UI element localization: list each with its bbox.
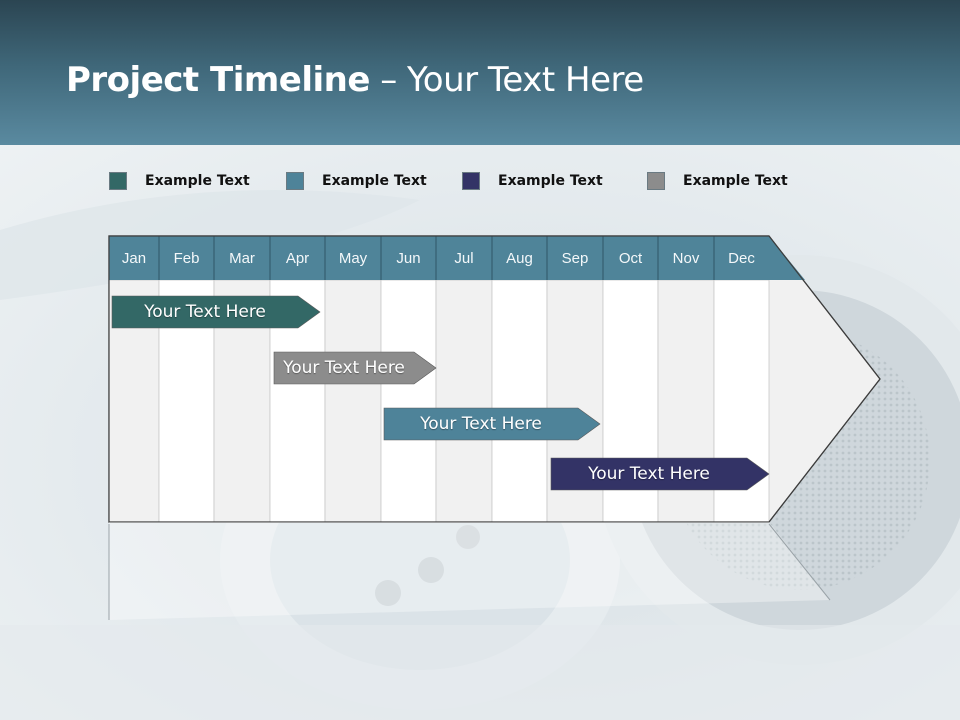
legend-item-2: Example Text bbox=[286, 170, 427, 192]
task-bar-2 bbox=[273, 351, 437, 385]
month-label-aug: Aug bbox=[506, 250, 533, 267]
legend-swatch-3 bbox=[462, 172, 480, 190]
legend-label-2: Example Text bbox=[322, 173, 427, 189]
timeline-reflection bbox=[109, 522, 830, 620]
reflection-edge bbox=[768, 523, 831, 601]
task-bar-4 bbox=[550, 457, 770, 491]
title-rest: – Your Text Here bbox=[369, 60, 644, 100]
task-bar-1 bbox=[111, 295, 321, 329]
month-column bbox=[491, 279, 548, 523]
task-bar-label-4: Your Text Here bbox=[588, 464, 710, 484]
month-label-dec: Dec bbox=[728, 250, 755, 267]
legend-swatch-4 bbox=[647, 172, 665, 190]
month-label-apr: Apr bbox=[285, 250, 310, 267]
month-column bbox=[324, 279, 382, 523]
month-label-jan: Jan bbox=[121, 250, 147, 267]
month-label-mar: Mar bbox=[229, 250, 255, 267]
slide-title: Project Timeline – Your Text Here bbox=[66, 60, 644, 100]
header-band bbox=[0, 0, 960, 145]
month-column bbox=[380, 279, 437, 523]
month-label-jun: Jun bbox=[396, 250, 421, 267]
legend-item-1: Example Text bbox=[109, 170, 250, 192]
title-bold: Project Timeline bbox=[66, 60, 370, 100]
month-label-sep: Sep bbox=[561, 250, 589, 267]
month-label-feb: Feb bbox=[173, 250, 200, 267]
task-bar-label-2: Your Text Here bbox=[283, 358, 405, 378]
legend-label-3: Example Text bbox=[498, 173, 603, 189]
timeline-outline bbox=[108, 235, 881, 523]
month-column bbox=[435, 279, 493, 523]
task-bar-3 bbox=[383, 407, 601, 441]
legend-item-3: Example Text bbox=[462, 170, 603, 192]
legend-label-1: Example Text bbox=[145, 173, 250, 189]
month-label-oct: Oct bbox=[618, 250, 643, 267]
legend-swatch-1 bbox=[109, 172, 127, 190]
task-bar-label-3: Your Text Here bbox=[420, 414, 542, 434]
month-label-nov: Nov bbox=[672, 250, 700, 267]
legend-label-4: Example Text bbox=[683, 173, 788, 189]
legend-item-4: Example Text bbox=[647, 170, 788, 192]
month-header-bar bbox=[109, 236, 805, 280]
month-label-jul: Jul bbox=[454, 250, 474, 267]
legend-swatch-2 bbox=[286, 172, 304, 190]
month-label-may: May bbox=[338, 250, 368, 267]
task-bar-label-1: Your Text Here bbox=[144, 302, 266, 322]
